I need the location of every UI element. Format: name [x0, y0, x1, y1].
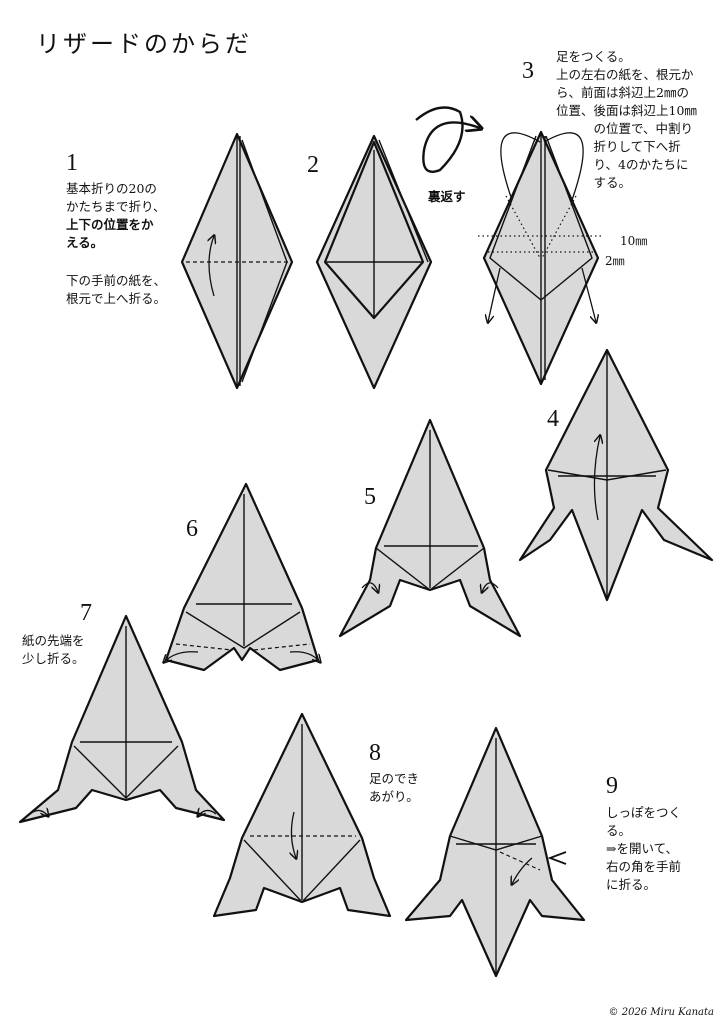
measure-10mm-label: 10㎜ [620, 234, 648, 248]
step-4-figure [518, 348, 714, 602]
flip-label: 裏返す [428, 189, 466, 204]
step-5-figure [338, 418, 522, 638]
step-9-figure [404, 726, 586, 978]
flip-arrow-icon [415, 106, 480, 173]
step-1-text-b: 下の手前の紙を、 根元で上へ折る。 [66, 273, 167, 306]
step-7-number: 7 [80, 600, 92, 626]
step-4-number: 4 [547, 406, 559, 432]
step-9-text: しっぽをつく る。 ⇒を開いて、 右の角を手前 に折る。 [606, 805, 682, 892]
step-3-figure [478, 130, 604, 386]
step-6-number: 6 [186, 516, 198, 542]
step-1-number: 1 [66, 150, 78, 176]
measure-2mm-label: 2㎜ [605, 254, 625, 268]
step-3-text: 足をつくる。 上の左右の紙を、根元か ら、前面は斜辺上2㎜の 位置、後面は斜辺上… [556, 49, 697, 190]
step-3-number: 3 [522, 58, 534, 84]
copyright: © 2026 Miru Kanata [608, 1007, 714, 1018]
step-8-number: 8 [369, 740, 381, 766]
step-1-text-a: 基本折りの20の かたちまで折り、 [66, 181, 166, 214]
step-8-text: 足のでき あがり。 [369, 771, 420, 804]
page-title: リザードのからだ [36, 30, 252, 58]
step-7-text: 紙の先端を 少し折る。 [22, 633, 85, 666]
step-1-text-bold: 上下の位置をか える。 [66, 217, 154, 250]
step-9-number: 9 [606, 773, 618, 799]
step-5-number: 5 [364, 484, 376, 510]
step-8-figure [212, 712, 392, 918]
step-2-figure [315, 134, 433, 390]
step-7-figure [18, 614, 226, 824]
step-1-figure [180, 132, 294, 390]
step-2-number: 2 [307, 152, 319, 178]
step-6-figure [164, 482, 320, 672]
